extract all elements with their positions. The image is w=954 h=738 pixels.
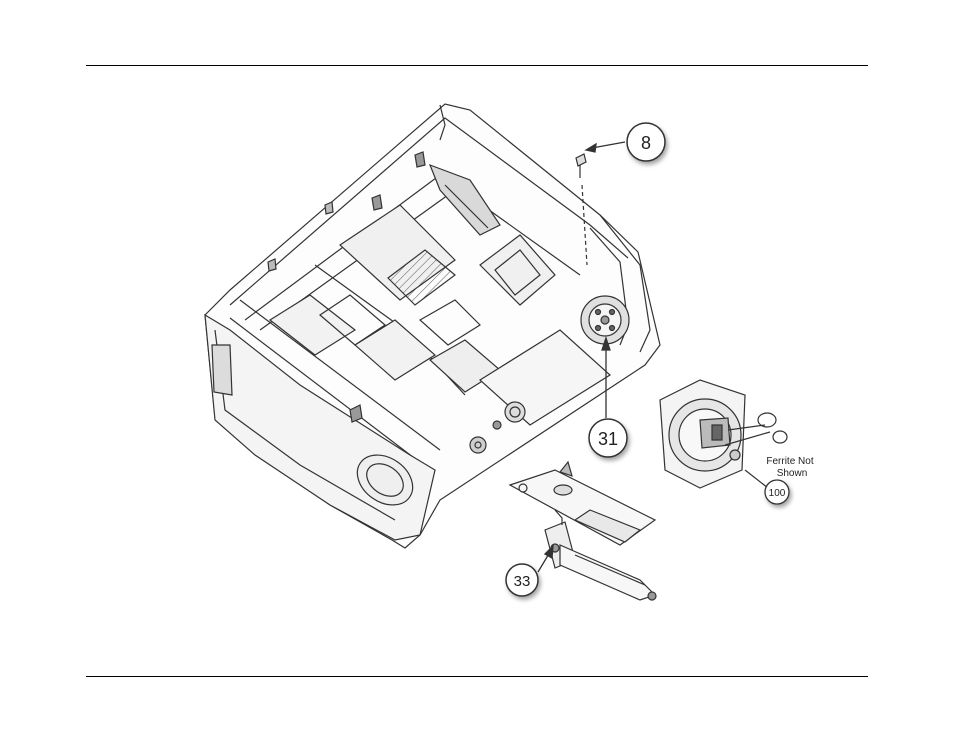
- ferrite-note-line2: Shown: [777, 468, 808, 479]
- inset-connector-assembly: [660, 380, 787, 488]
- ferrite-note-line1: Ferrite Not: [766, 456, 813, 467]
- callout-33-label: 33: [514, 573, 531, 590]
- callout-100-label: 100: [769, 488, 786, 499]
- main-housing: [205, 104, 660, 548]
- callout-31-label: 31: [598, 429, 618, 449]
- callout-8-label: 8: [641, 133, 651, 153]
